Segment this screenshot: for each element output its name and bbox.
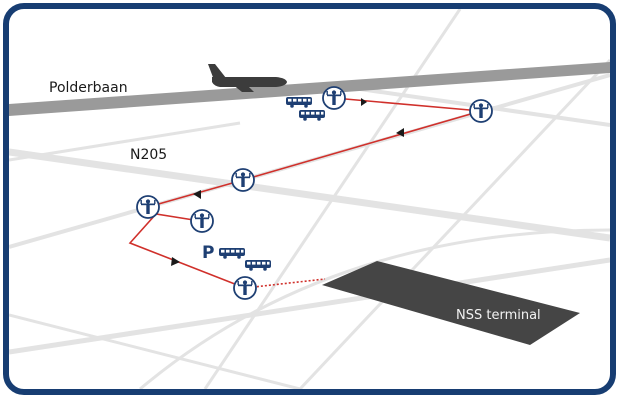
marshaller-icon xyxy=(469,99,493,123)
arrow-icon xyxy=(171,257,180,266)
route-arrows xyxy=(171,98,404,266)
arrow-icon xyxy=(193,190,201,199)
road-steep-1 xyxy=(203,9,462,389)
road-bottom-left xyxy=(9,313,301,389)
frame-border xyxy=(3,3,616,395)
runway-polderbaan xyxy=(9,62,610,116)
route-segment-lower xyxy=(128,213,246,289)
marshaller-icon xyxy=(231,168,255,192)
runway-label: Polderbaan xyxy=(49,80,128,96)
road-curve xyxy=(139,228,610,389)
nss-terminal-building xyxy=(322,261,580,345)
road-lower xyxy=(9,257,610,355)
terminal-label: NSS terminal xyxy=(456,308,541,323)
arrow-icon xyxy=(396,128,404,137)
marshaller-icon xyxy=(136,195,160,219)
map-area xyxy=(9,9,610,389)
arrow-icon xyxy=(361,98,367,106)
route-segment-to-terminal xyxy=(244,278,326,289)
road-steep-2 xyxy=(298,58,610,389)
road-upper-left xyxy=(9,121,241,162)
aircraft-icon xyxy=(208,64,287,92)
road-label: N205 xyxy=(130,147,167,163)
marshaller-icon xyxy=(190,209,214,233)
parking-icon: P xyxy=(202,243,214,263)
marshaller-icon xyxy=(233,276,257,300)
road-n205 xyxy=(9,148,610,242)
marshaller-icon xyxy=(322,86,346,110)
